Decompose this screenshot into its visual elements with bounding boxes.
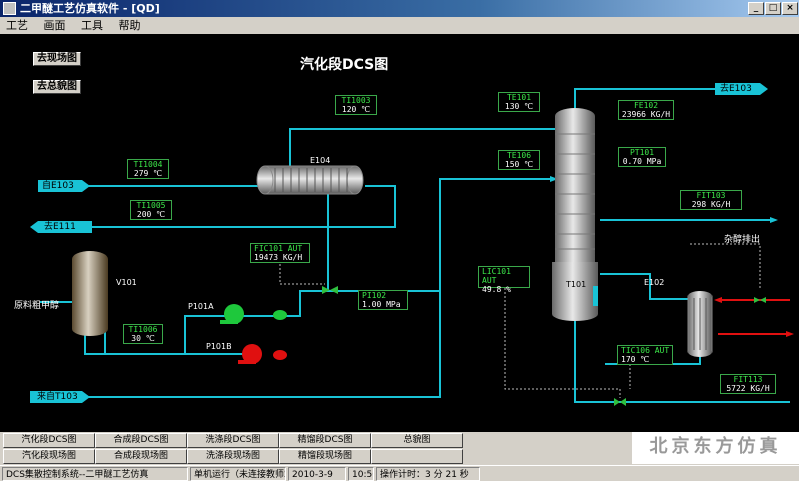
- status-bar: DCS集散控制系统--二甲醚工艺仿真 单机运行（未连接教师站） 2010-3-9…: [0, 465, 799, 481]
- tab-rectification-dcs[interactable]: 精馏段DCS图: [279, 433, 371, 448]
- v101-vessel[interactable]: [72, 251, 108, 336]
- fic101-valve: [322, 286, 330, 294]
- tab-synthesis-field[interactable]: 合成段现场图: [95, 449, 187, 464]
- impurity-out-label: 杂醇排出: [724, 235, 761, 245]
- menu-bar: 工艺 画面 工具 帮助: [0, 17, 799, 34]
- p101a-label: P101A: [188, 302, 214, 311]
- tab-gasification-field[interactable]: 汽化段现场图: [3, 449, 95, 464]
- menu-process[interactable]: 工艺: [6, 19, 28, 32]
- tab-gasification-dcs[interactable]: 汽化段DCS图: [3, 433, 95, 448]
- status-time: 10:56: [348, 467, 374, 481]
- t101-level-indicator: [593, 286, 598, 306]
- status-date: 2010-3-9: [288, 467, 346, 481]
- e104-label: E104: [310, 156, 331, 165]
- arrow-from-t103: [30, 391, 90, 403]
- to-e103-label: 去E103: [720, 84, 752, 94]
- from-t103-label: 来自T103: [37, 392, 78, 402]
- e104-exchanger[interactable]: [256, 165, 364, 195]
- p101b-pump[interactable]: [238, 344, 287, 364]
- e102-reboiler[interactable]: [687, 291, 713, 357]
- minimize-button[interactable]: _: [748, 2, 764, 15]
- tab-overview[interactable]: 总貌图: [371, 433, 463, 448]
- tab-washing-field[interactable]: 洗涤段现场图: [187, 449, 279, 464]
- process-diagram: [40, 88, 794, 406]
- tab-row-1: 汽化段DCS图 合成段DCS图 洗涤段DCS图 精馏段DCS图 总貌图: [0, 433, 620, 448]
- elapsed-value: 3 分 21 秒: [425, 470, 469, 480]
- status-system: DCS集散控制系统--二甲醚工艺仿真: [2, 467, 188, 481]
- screen-title: 汽化段DCS图: [300, 57, 389, 73]
- app-icon: [3, 2, 16, 15]
- v101-label: V101: [116, 278, 137, 287]
- maximize-button[interactable]: □: [765, 2, 781, 15]
- status-mode: 单机运行（未连接教师站）: [190, 467, 286, 481]
- brand-logo: 北京东方仿真: [632, 432, 799, 464]
- tab-washing-dcs[interactable]: 洗涤段DCS图: [187, 433, 279, 448]
- t101-label: T101: [566, 280, 587, 289]
- crude-feed-label: 原料粗甲醇: [14, 301, 60, 311]
- arrow-to-e103: [715, 83, 768, 95]
- tic106-valve: [754, 297, 760, 303]
- t101-column[interactable]: [552, 108, 598, 321]
- menu-help[interactable]: 帮助: [118, 19, 141, 32]
- arrow-from-e103: [38, 180, 90, 192]
- p101a-pump[interactable]: [220, 304, 287, 324]
- arrow-to-e111: [30, 221, 92, 233]
- dcs-canvas: 去现场图 去总貌图 汽化段DCS图 自E103 去E111 来自T103 去E1…: [0, 34, 799, 432]
- to-e111-label: 去E111: [44, 222, 76, 232]
- tab-empty[interactable]: [371, 449, 463, 464]
- go-field-view-button[interactable]: 去现场图: [33, 52, 81, 66]
- from-e103-label: 自E103: [42, 181, 74, 191]
- signal-lines: [279, 243, 761, 398]
- tab-row-2: 汽化段现场图 合成段现场图 洗涤段现场图 精馏段现场图: [0, 449, 620, 464]
- go-overview-button[interactable]: 去总貌图: [33, 80, 81, 94]
- valves[interactable]: [322, 286, 766, 406]
- fit113-valve: [614, 398, 620, 406]
- close-button[interactable]: ×: [782, 2, 798, 15]
- elapsed-label: 操作计时：: [380, 470, 426, 480]
- arrow-heads: [550, 176, 778, 223]
- menu-screen[interactable]: 画面: [43, 19, 66, 32]
- menu-tools[interactable]: 工具: [81, 19, 103, 32]
- status-elapsed: 操作计时：3 分 21 秒: [376, 467, 480, 481]
- p101b-label: P101B: [206, 342, 232, 351]
- tab-rectification-field[interactable]: 精馏段现场图: [279, 449, 371, 464]
- window-title: 二甲醚工艺仿真软件 - [QD]: [20, 2, 160, 15]
- e102-label: E102: [644, 278, 665, 287]
- tab-synthesis-dcs[interactable]: 合成段DCS图: [95, 433, 187, 448]
- flow-arrows: [30, 83, 768, 403]
- title-bar: 二甲醚工艺仿真软件 - [QD] _ □ ×: [0, 0, 799, 17]
